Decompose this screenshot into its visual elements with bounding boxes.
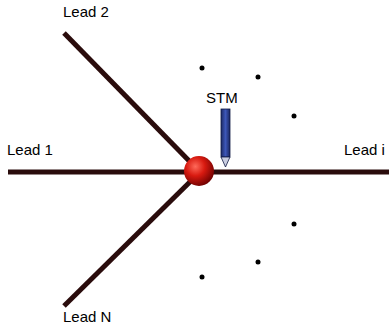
stm-shaft (221, 109, 230, 157)
dot (256, 75, 261, 80)
lead-label: Lead N (63, 308, 111, 325)
dot (292, 222, 297, 227)
dot (200, 66, 205, 71)
dot (256, 260, 261, 265)
lead-wire (64, 33, 200, 172)
stm-point (221, 157, 230, 167)
dot (292, 114, 297, 119)
lead-label: Lead 2 (63, 3, 109, 20)
molecule-sphere (184, 156, 214, 186)
ellipsis-dots (200, 66, 297, 280)
dot (200, 275, 205, 280)
lead-wire (200, 170, 389, 175)
lead-wire (8, 170, 200, 175)
lead-label: Lead 1 (7, 141, 53, 158)
lead-wires (8, 33, 389, 306)
lead-label: STM (206, 89, 238, 106)
lead-label: Lead i (344, 141, 385, 158)
stm-tip (221, 109, 230, 167)
lead-wire (64, 172, 200, 306)
